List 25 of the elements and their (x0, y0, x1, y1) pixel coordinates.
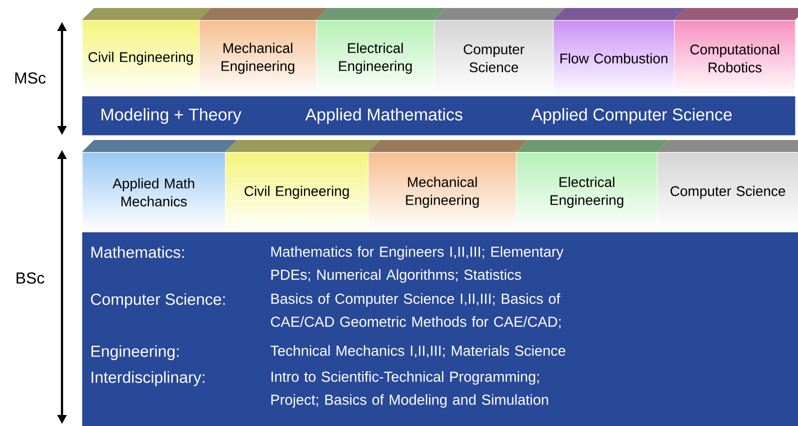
subject-block: Electrical Engineering (316, 8, 446, 97)
course-list: Mathematics for Engineers I,II,III; Elementary PDEs; Numerical Algorithms; Statistics (271, 246, 564, 283)
course-list: Basics of Computer Science I,II,III; Basics of CAE/CAD Geometric Methods for CAE/CAD; (270, 293, 561, 329)
band-text: Applied Computer Science (531, 108, 732, 124)
level-label: BSc (16, 272, 44, 284)
subject-block: Applied Math Mechanics (82, 140, 237, 233)
course-list: Technical Mechanics I,II,III; Materials Science (270, 345, 566, 358)
subject-block: Electrical Engineering (516, 140, 669, 233)
program-band (82, 232, 798, 426)
course-list: Intro to Scientific-Technical Programming; Project; Basics of Modeling and Simulation (271, 371, 548, 408)
subject-area: Computer Science: (91, 293, 225, 308)
subject-block: Computational Robotics (674, 8, 798, 97)
program-band (82, 96, 796, 136)
subject-area: Mathematics: (92, 246, 184, 258)
subject-block: Civil Engineering (225, 140, 380, 233)
subject-area: Interdisciplinary: (92, 371, 204, 386)
subject-block: Mechanical Engineering (199, 8, 328, 97)
subject-block: Computer Science (657, 140, 798, 233)
subject-block: Mechanical Engineering (368, 140, 528, 233)
band-text: Applied Mathematics (305, 108, 462, 124)
subject-block: Civil Engineering (82, 8, 211, 97)
band-text: Modeling + Theory (102, 108, 242, 124)
subject-area: Engineering: (92, 345, 179, 360)
level-label: MSc (15, 72, 46, 84)
subject-block: Flow Combustion (553, 8, 686, 97)
